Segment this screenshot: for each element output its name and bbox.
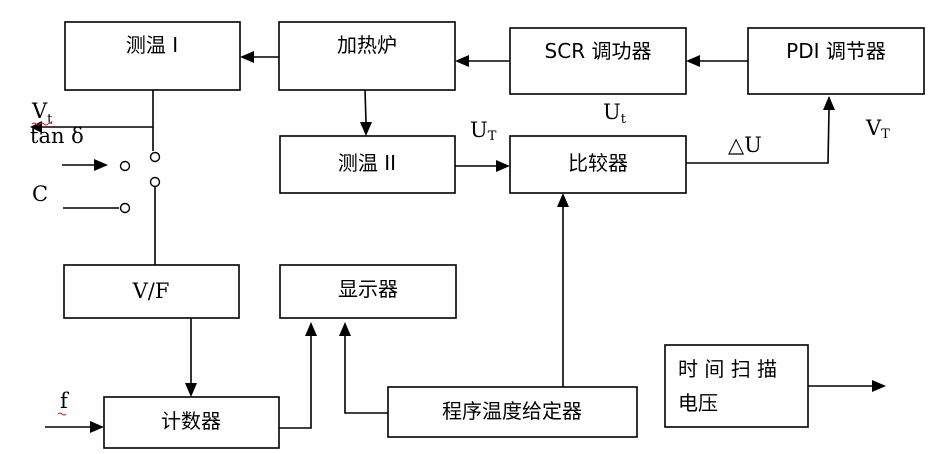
label-ut-upper: UT	[470, 118, 497, 144]
block-counter-label: 计数器	[161, 409, 221, 433]
block-temp-1-label: 测温 I	[126, 33, 178, 57]
label-vT: VT	[865, 116, 890, 142]
block-furnace-label: 加热炉	[337, 33, 397, 57]
label-c: C	[32, 182, 48, 206]
svg-text:Vt: Vt	[31, 99, 53, 127]
svg-text:f: f	[60, 389, 70, 413]
block-vf: V/F	[63, 264, 240, 319]
arrow-counter-to-display	[279, 322, 317, 429]
block-temp-2: 测温 II	[279, 135, 456, 194]
block-counter: 计数器	[103, 396, 280, 449]
block-time-scan-line2: 电压	[678, 391, 718, 415]
block-scr-label: SCR 调功器	[545, 39, 652, 63]
arrow-program-to-comparator	[557, 193, 569, 387]
arrow-furnace-to-temp1	[240, 51, 279, 63]
arrow-scr-to-furnace	[455, 55, 510, 67]
svg-text:UT: UT	[470, 118, 497, 144]
svg-text:VT: VT	[865, 116, 890, 142]
block-vf-label: V/F	[132, 279, 170, 303]
block-pdi: PDI 调节器	[747, 27, 925, 95]
arrow-vf-to-counter	[185, 318, 197, 397]
arrow-pdi-to-scr	[686, 55, 748, 67]
block-program-label: 程序温度给定器	[442, 399, 582, 423]
switch-contact-lower	[149, 176, 161, 188]
block-time-scan-line1: 时 间 扫 描	[678, 357, 777, 381]
label-ut-lower: Ut	[603, 100, 627, 127]
block-time-scan: 时 间 扫 描 电压	[664, 344, 809, 428]
svg-text:Ut: Ut	[603, 100, 627, 127]
block-program: 程序温度给定器	[387, 386, 638, 438]
block-scr: SCR 调功器	[509, 27, 687, 95]
switch-contact-upper	[149, 151, 161, 163]
arrow-temp2-to-comparator	[455, 160, 510, 172]
block-display: 显示器	[279, 264, 457, 319]
spellcheck-squiggle-f	[57, 412, 67, 416]
block-display-label: 显示器	[338, 277, 398, 301]
tan-delta-contact	[119, 160, 131, 172]
label-delta-u: △U	[728, 133, 762, 157]
arrow-furnace-to-temp2	[360, 89, 372, 136]
block-comparator-label: 比较器	[568, 151, 628, 175]
spellcheck-squiggle	[31, 122, 53, 126]
label-vt: Vt	[31, 99, 53, 127]
block-temp-1: 测温 I	[64, 21, 241, 91]
arrow-f-to-counter	[45, 421, 104, 433]
block-pdi-label: PDI 调节器	[786, 39, 886, 63]
label-f: f	[57, 389, 70, 416]
label-tan-delta: tan δ	[30, 124, 84, 148]
switch-network	[30, 90, 161, 265]
arrow-time-scan-output	[808, 380, 886, 392]
arrow-program-to-display	[339, 322, 388, 414]
block-temp-2-label: 测温 II	[338, 151, 396, 175]
arrow-comparator-to-pdi	[686, 96, 835, 164]
c-contact	[119, 202, 131, 214]
block-comparator: 比较器	[509, 135, 687, 194]
block-furnace: 加热炉	[278, 21, 456, 91]
